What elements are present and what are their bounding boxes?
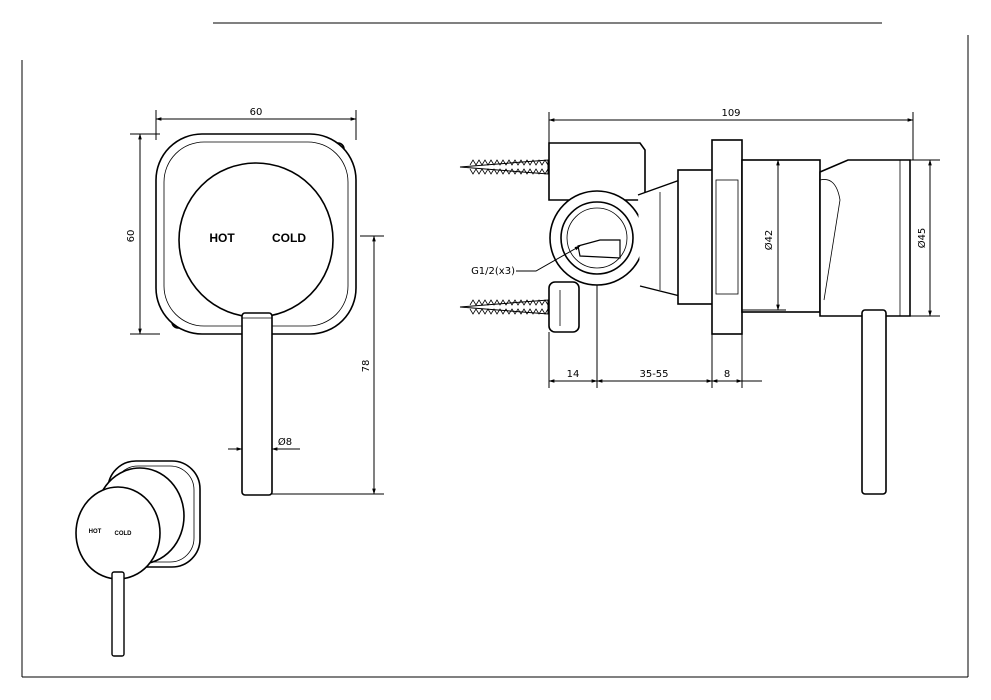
flange (677, 169, 715, 305)
lever (241, 312, 273, 496)
total-length-dim-label: 109 (721, 108, 740, 119)
mounting-screw-top (459, 159, 549, 175)
inlet-label: G1/2(x3) (471, 266, 515, 277)
dim-a-label: 14 (567, 369, 580, 380)
mounting-screw-bottom (459, 299, 549, 315)
hot-label: HOT (209, 231, 235, 245)
side-view: 109 Ø42 Ø45 G1/2(x3) 14 35-55 8 (459, 108, 940, 495)
perspective-view: HOT COLD (75, 460, 201, 657)
cold-label: COLD (272, 231, 306, 245)
dim-c-label: 8 (724, 369, 730, 380)
body-diameter-dim-label: Ø45 (916, 228, 928, 249)
lever-diameter-dim-label: Ø8 (278, 436, 292, 448)
drawing-frame (21, 22, 969, 678)
front-view: HOT COLD 60 60 78 Ø8 (126, 107, 384, 496)
perspective-lever (111, 571, 125, 657)
side-lever (861, 309, 887, 495)
width-dim-label: 60 (250, 107, 263, 118)
dim-b-label: 35-55 (639, 369, 668, 380)
perspective-cold-label: COLD (115, 531, 133, 537)
handle-disc (178, 162, 334, 318)
perspective-hot-label: HOT (89, 529, 102, 535)
height-dim-label: 60 (126, 230, 137, 243)
lever-length-dim-label: 78 (361, 360, 372, 373)
mounting-plate (711, 139, 743, 335)
flange-diameter-dim-label: Ø42 (763, 230, 775, 251)
valve-body (548, 142, 646, 201)
